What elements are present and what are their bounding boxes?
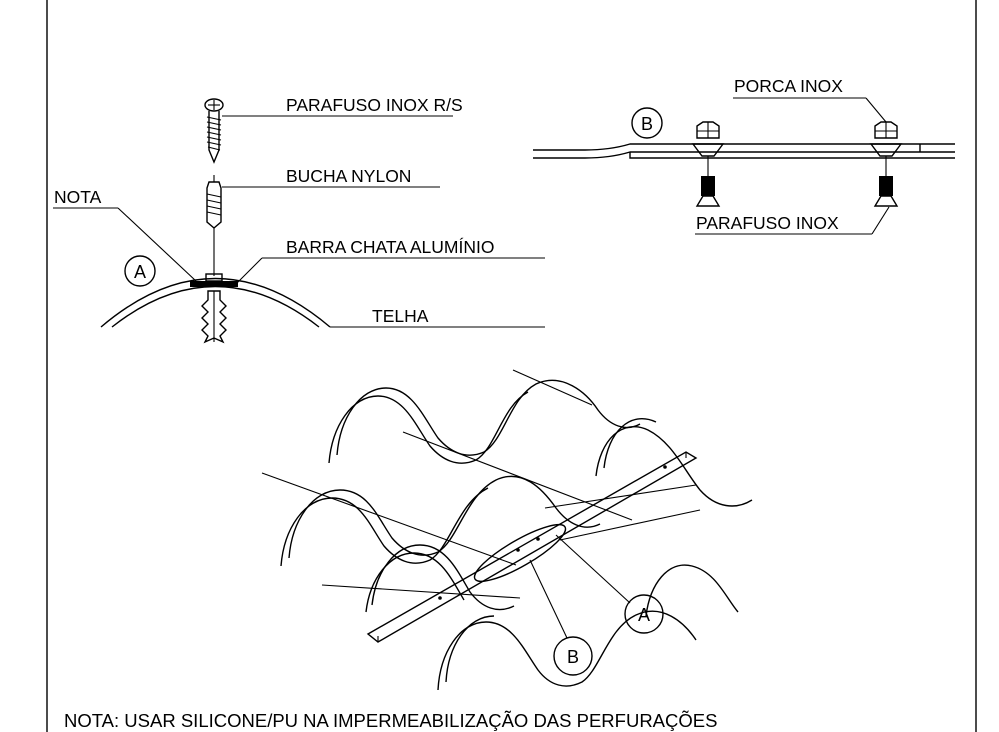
anchor-a-upper bbox=[206, 175, 222, 229]
label-screw-rs: PARAFUSO INOX R/S bbox=[286, 95, 463, 115]
sheet-frame bbox=[46, 0, 977, 732]
detail-b: PORCA INOX PARAFUSO INOX B bbox=[533, 76, 955, 235]
label-tile: TELHA bbox=[372, 306, 429, 326]
screw-a bbox=[204, 98, 224, 164]
callout-b-detail-letter: B bbox=[641, 114, 653, 134]
callout-b-iso-letter: B bbox=[567, 647, 579, 667]
callout-a-detail-letter: A bbox=[134, 262, 146, 282]
label-aluminium-bar: BARRA CHATA ALUMÍNIO bbox=[286, 237, 494, 257]
anchor-a-lower bbox=[201, 290, 227, 344]
aluminium-bar bbox=[190, 281, 238, 287]
label-note: NOTA bbox=[54, 187, 102, 207]
label-nylon-anchor: BUCHA NYLON bbox=[286, 166, 411, 186]
tile-profile bbox=[100, 277, 331, 328]
tile-section bbox=[533, 143, 955, 151]
detail-a: PARAFUSO INOX R/S BUCHA NYLON NOTA BARRA… bbox=[53, 95, 545, 344]
footer-note: NOTA: USAR SILICONE/PU NA IMPERMEABILIZA… bbox=[64, 710, 717, 731]
tile-ridge-lines bbox=[261, 369, 701, 599]
screw-b-left bbox=[691, 121, 725, 207]
tile-waves bbox=[280, 379, 753, 691]
label-stainless-nut: PORCA INOX bbox=[734, 76, 843, 96]
callout-a-iso-letter: A bbox=[638, 605, 650, 625]
isometric-view: A B bbox=[261, 369, 753, 691]
screw-b-right bbox=[869, 121, 903, 207]
callout-b-iso bbox=[553, 636, 593, 676]
callout-a-iso bbox=[624, 594, 664, 634]
detail-highlight-ellipse bbox=[473, 523, 567, 583]
iso-aluminium-bar bbox=[366, 451, 698, 643]
callout-b-detail bbox=[631, 107, 663, 139]
callout-a-detail bbox=[124, 255, 156, 287]
label-stainless-screw: PARAFUSO INOX bbox=[696, 213, 839, 233]
